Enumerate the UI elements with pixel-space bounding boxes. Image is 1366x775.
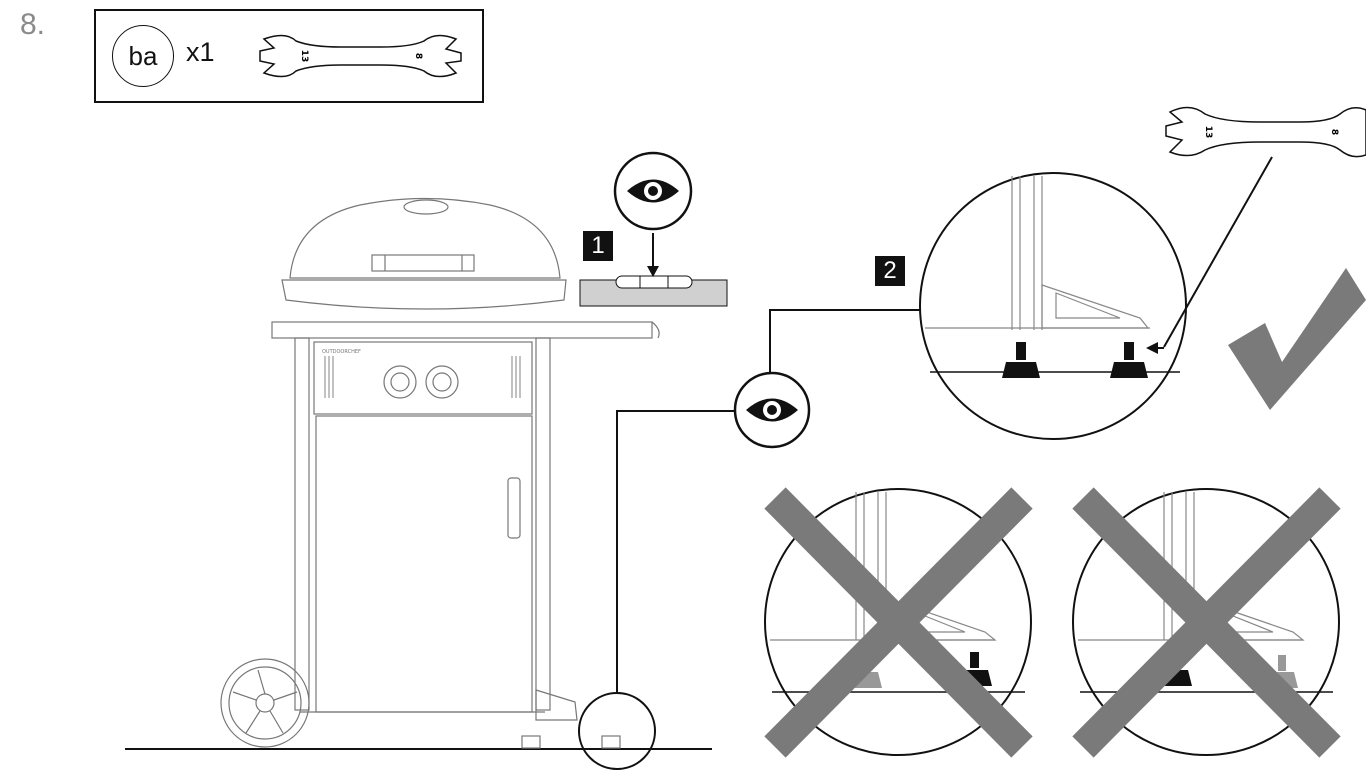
eye-icon	[613, 151, 693, 231]
detail-incorrect-2	[1072, 487, 1341, 758]
detail-incorrect-1	[764, 487, 1033, 758]
callout-label-2: 2	[875, 256, 905, 286]
callout-label-1: 1	[583, 231, 613, 261]
leader-line-foot	[616, 410, 735, 692]
wrench-icon: 13 8	[259, 34, 462, 78]
cross-icon	[1072, 487, 1341, 758]
cross-icon	[764, 487, 1033, 758]
wrench-size-8: 8	[413, 53, 423, 59]
wrench-icon: 13 8	[1165, 106, 1366, 158]
wrench-size-13: 13	[299, 50, 309, 63]
part-code: ba	[128, 40, 158, 71]
grill-brand-label: OUTDOORCHEF	[322, 349, 361, 355]
wrench-size-13: 13	[1203, 126, 1213, 139]
part-quantity: x1	[186, 37, 215, 67]
detail-correct	[919, 172, 1187, 440]
checkmark-icon	[1228, 268, 1366, 410]
wrench-size-8: 8	[1329, 129, 1339, 135]
grill-illustration	[220, 197, 660, 749]
eye-icon	[733, 371, 811, 449]
step-number: 8.	[20, 8, 46, 41]
part-code-circle: ba	[112, 25, 174, 87]
parts-box: ba x1 13 8	[94, 9, 484, 103]
leader-line-detail	[769, 309, 920, 373]
foot-highlight-circle	[578, 692, 656, 770]
spirit-level	[579, 275, 728, 307]
